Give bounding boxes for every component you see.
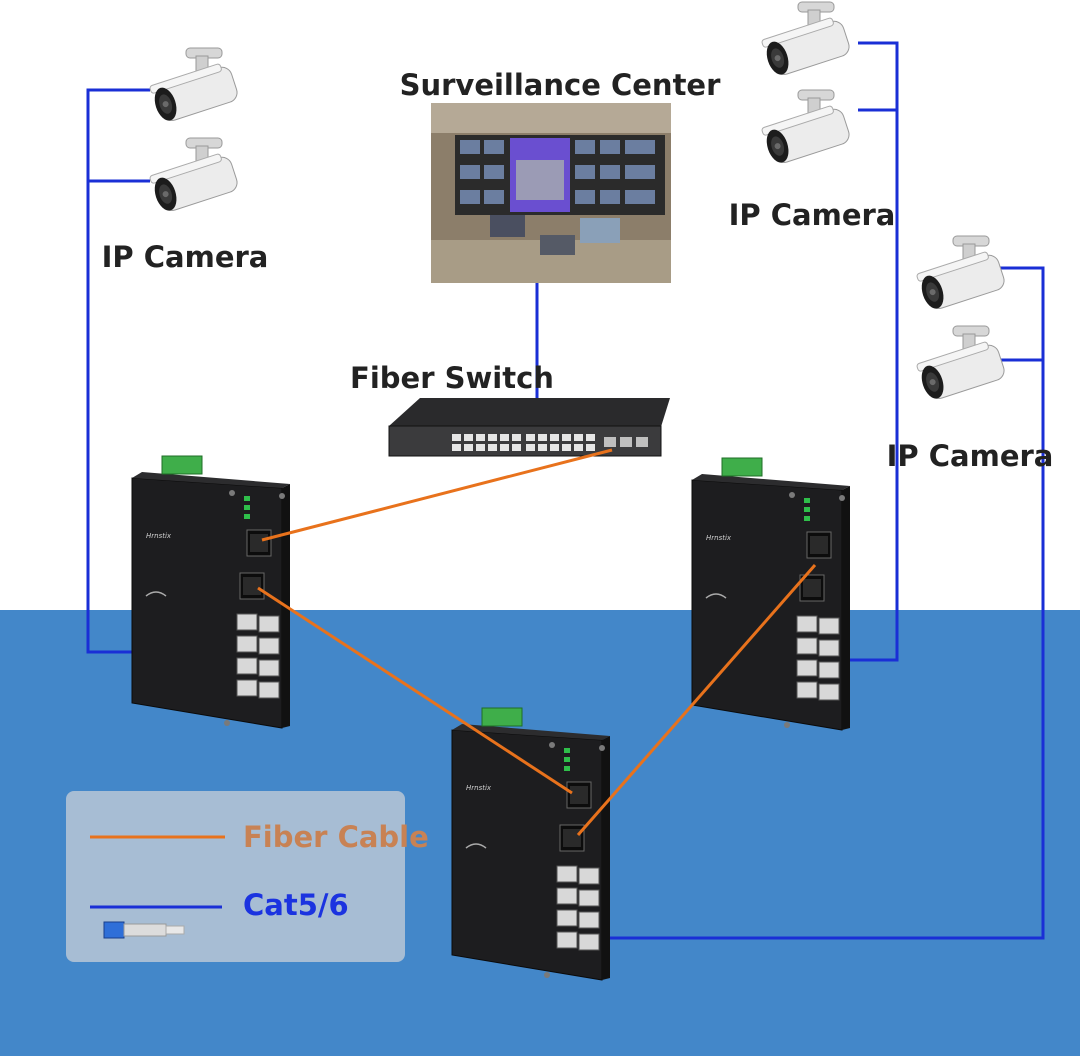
- fiber-switch-image: [388, 398, 670, 457]
- camera-icon-left-1: [148, 47, 241, 125]
- ip-camera-label-right-bottom: IP Camera: [887, 439, 1054, 473]
- rj45-connector-icon: [103, 921, 185, 939]
- cat-cable-right-top: [810, 41, 899, 662]
- cat-cable-right-bottom: [575, 266, 1045, 940]
- fiber-cable-bottom-right: [576, 564, 817, 836]
- ip-camera-label-right-top: IP Camera: [729, 198, 896, 232]
- legend: Fiber Cable Cat5/6: [66, 791, 429, 962]
- ip-camera-label-left: IP Camera: [102, 240, 269, 274]
- camera-icon-right-bottom-2: [915, 325, 1008, 403]
- camera-icon-right-bottom-1: [915, 235, 1008, 313]
- fiber-switch-label: Fiber Switch: [350, 361, 554, 395]
- camera-icon-right-top-2: [760, 89, 853, 167]
- fiber-cable-left-bottom: [257, 586, 573, 795]
- surveillance-center-label: Surveillance Center: [400, 68, 722, 102]
- legend-box: [66, 791, 405, 962]
- legend-cat-label: Cat5/6: [243, 888, 349, 922]
- din-switch-right: [691, 457, 851, 731]
- fiber-cable-switch-left: [261, 448, 613, 542]
- surveillance-center-image: [431, 103, 671, 283]
- camera-icon-left-2: [148, 137, 241, 215]
- fiber-cables: [257, 448, 817, 836]
- camera-icon-right-top-1: [760, 1, 853, 79]
- legend-fiber-label: Fiber Cable: [243, 820, 429, 854]
- din-switch-bottom: [451, 707, 611, 981]
